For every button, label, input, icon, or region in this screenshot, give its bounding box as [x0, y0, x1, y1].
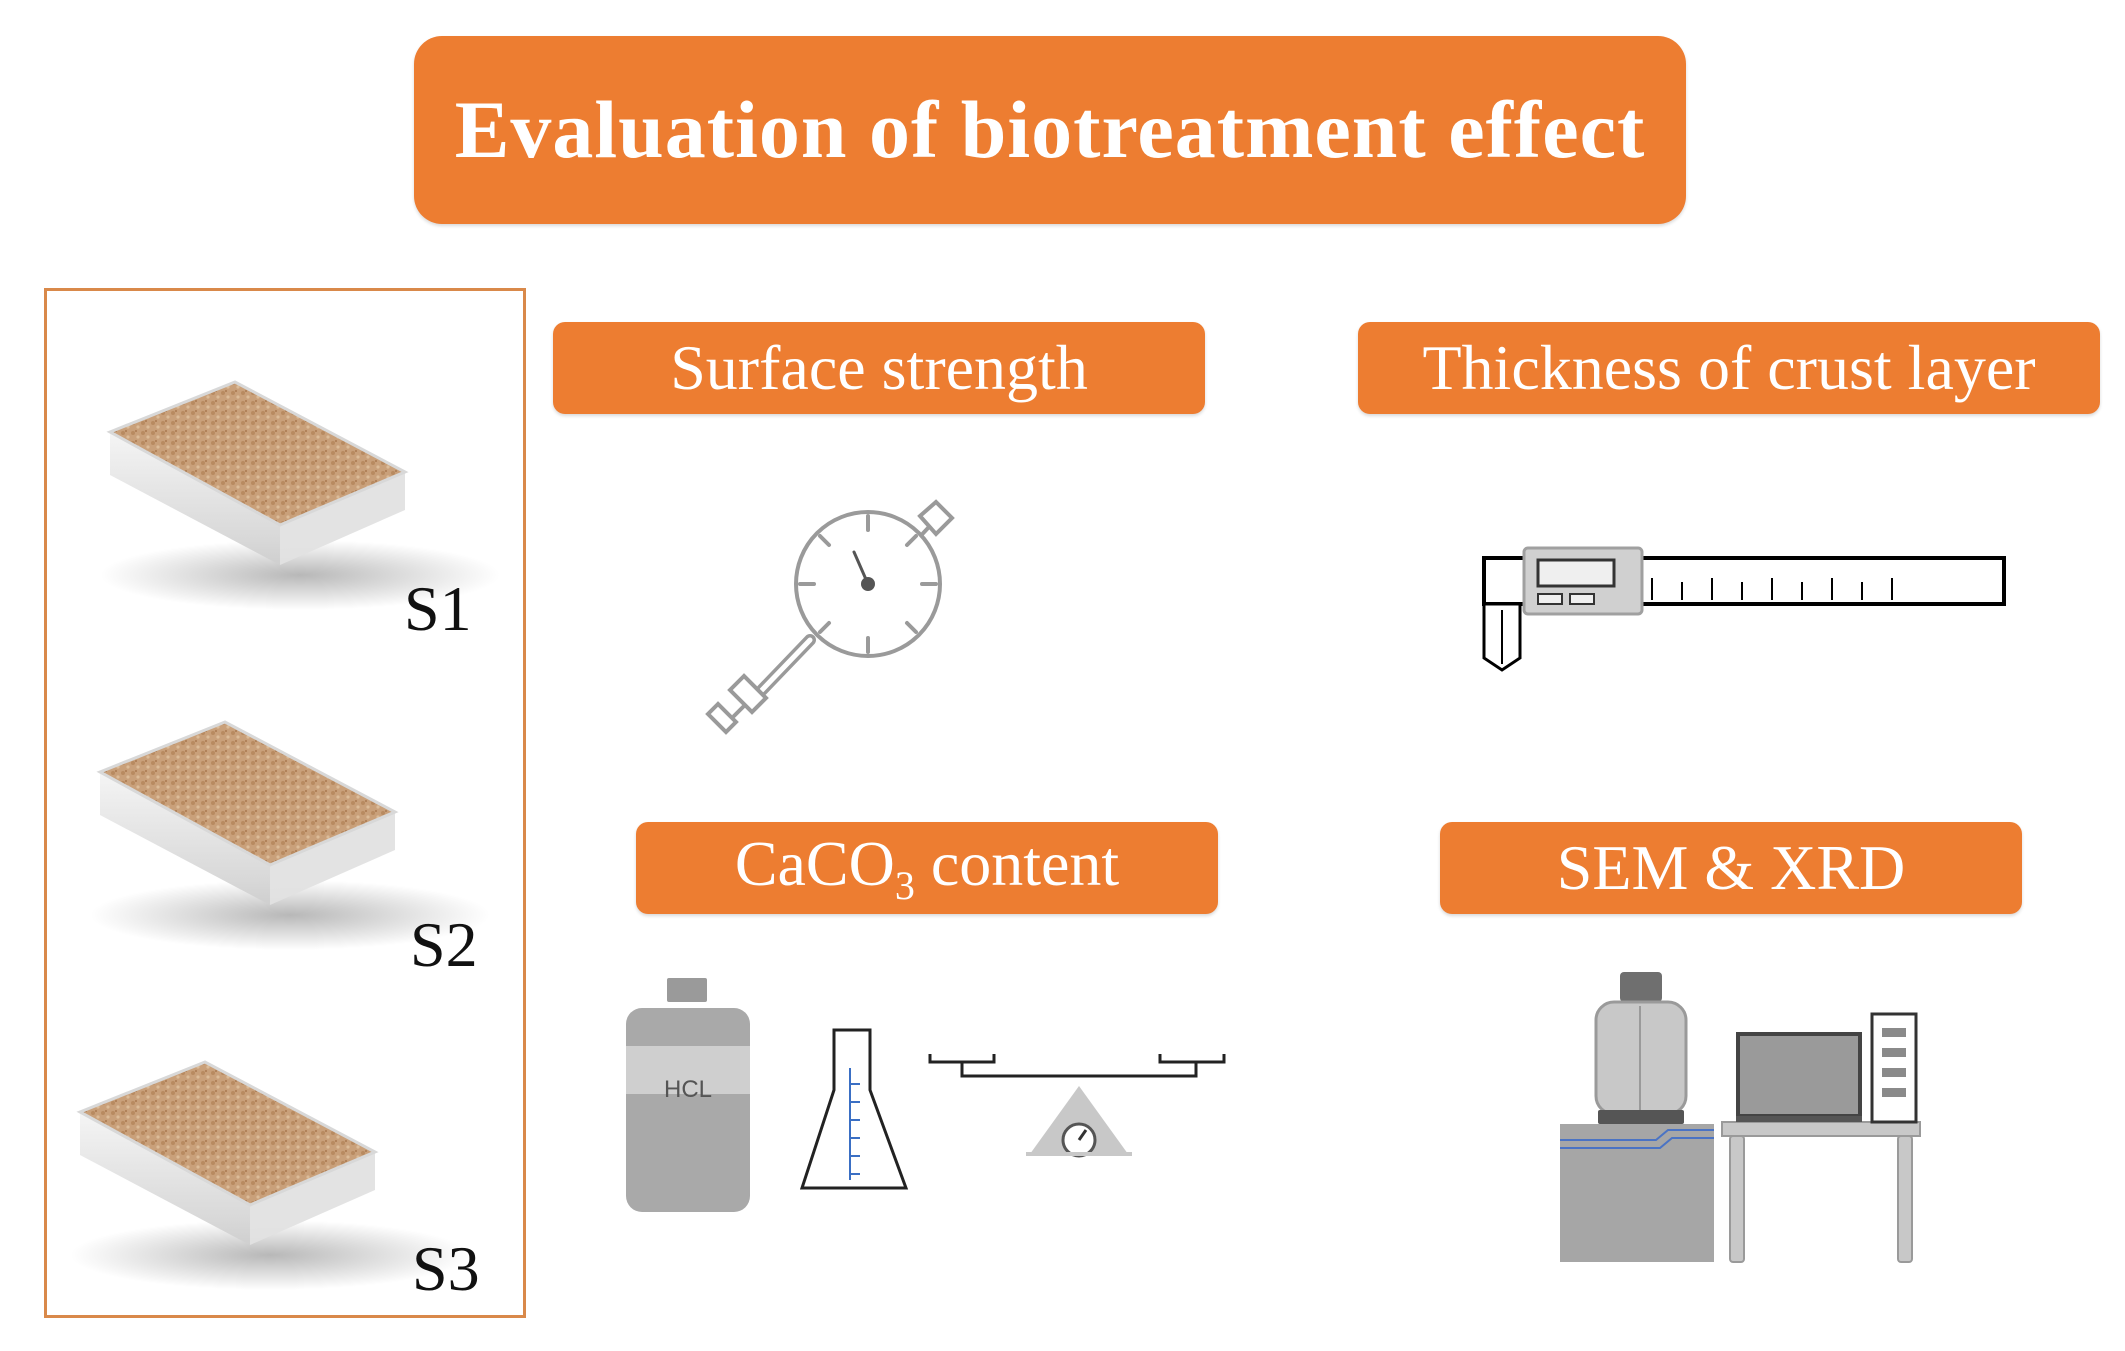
surface-strength-text: Surface strength: [670, 332, 1088, 403]
sample-label-s1: S1: [404, 573, 472, 644]
hcl-bottle-icon: [626, 978, 750, 1212]
hcl-bottle-label: HCL: [663, 1076, 712, 1103]
penetrometer-icon: [705, 499, 955, 735]
crust-thickness-label: Thickness of crust layer: [1358, 322, 2100, 414]
caco3-content-label: CaCO3 content: [636, 822, 1218, 914]
sample-tray-s2: [90, 720, 490, 950]
sem-xrd-text: SEM & XRD: [1556, 832, 1906, 903]
sample-tray-s3: [70, 1060, 470, 1290]
sample-label-s3: S3: [412, 1233, 480, 1304]
sem-xrd-equipment-icon: [1560, 972, 1921, 1263]
crust-thickness-text: Thickness of crust layer: [1422, 332, 2036, 403]
sem-xrd-label: SEM & XRD: [1440, 822, 2022, 914]
caco3-formula-main: CaCO: [734, 828, 895, 899]
samples-panel: [44, 288, 526, 1318]
caco3-content-word: content: [914, 828, 1120, 899]
surface-strength-label: Surface strength: [553, 322, 1205, 414]
sample-label-s2: S2: [410, 909, 478, 980]
caco3-content-text: CaCO3 content: [735, 827, 1119, 909]
balance-scale-icon: [928, 1054, 1226, 1158]
caco3-formula-subscript: 3: [894, 863, 915, 908]
sample-tray-s1: [100, 380, 500, 610]
title-banner: Evaluation of biotreatment effect: [414, 36, 1686, 224]
digital-caliper-icon: [1482, 546, 2006, 672]
erlenmeyer-flask-icon: [799, 1028, 909, 1190]
page-title: Evaluation of biotreatment effect: [454, 84, 1646, 175]
